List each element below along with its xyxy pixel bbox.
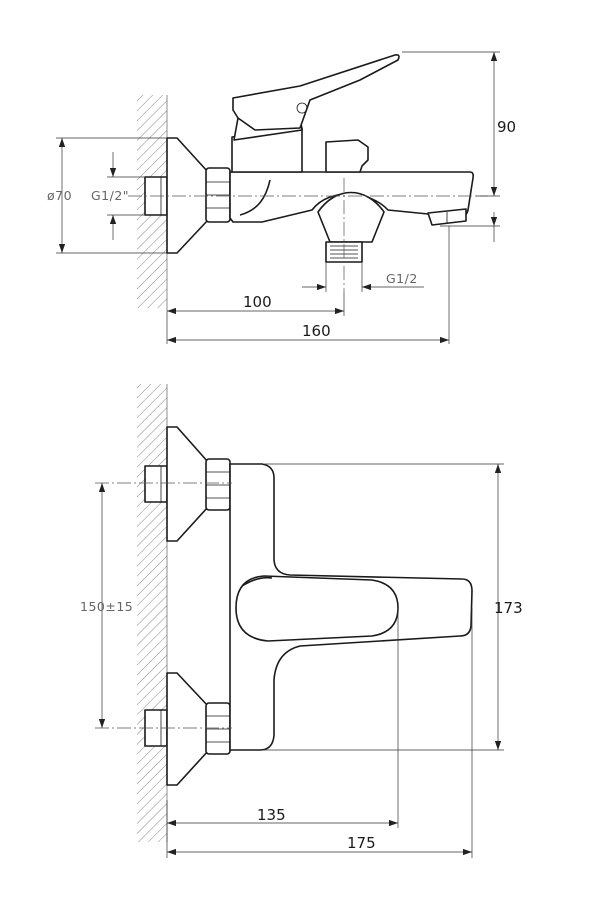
hex-nut-top [205,167,231,223]
dimension-total-height: 173 [264,463,523,751]
label-depth-outlet: 100 [243,293,272,311]
dimension-center-distance: 150±15 [80,483,133,728]
hex-nut-upper [205,458,231,511]
shower-outlet-connector [317,191,385,243]
dimension-diameter: ø70 [47,137,167,254]
pipe-inlet-upper [144,465,168,503]
hex-nut-lower [205,702,231,755]
diverter-knob-side [325,139,369,173]
label-total-height: 173 [494,599,523,617]
aerator-spout-tip [427,208,467,226]
label-diameter: ø70 [47,188,72,203]
wall-flange-upper [166,426,209,542]
front-view: 150±15 173 135 175 [80,384,523,858]
lever-handle-front [235,575,399,642]
side-view: ø70 G1/2" 90 G1/2 [47,51,516,344]
dimension-total-depth: 160 [166,226,450,344]
label-total-length: 175 [347,834,376,852]
dimension-outlet-thread: G1/2 [302,262,424,292]
wall-flange-lower [166,672,209,786]
label-inlet-thread: G1/2" [91,188,129,203]
label-total-depth: 160 [302,322,331,340]
dimension-depth-outlet: 100 [167,292,345,316]
lever-handle-side [232,54,400,131]
label-outlet-thread: G1/2 [386,271,418,286]
wall-bottom [137,384,168,842]
dimension-height: 90 [402,51,516,242]
label-depth-handle: 135 [257,806,286,824]
dimension-depth-handle: 135 [166,608,399,858]
label-height: 90 [497,118,516,136]
dimension-total-length: 175 [167,608,473,858]
dimension-inlet-thread: G1/2" [91,152,145,240]
label-center-distance: 150±15 [80,599,133,614]
wall-flange-top [166,137,209,254]
